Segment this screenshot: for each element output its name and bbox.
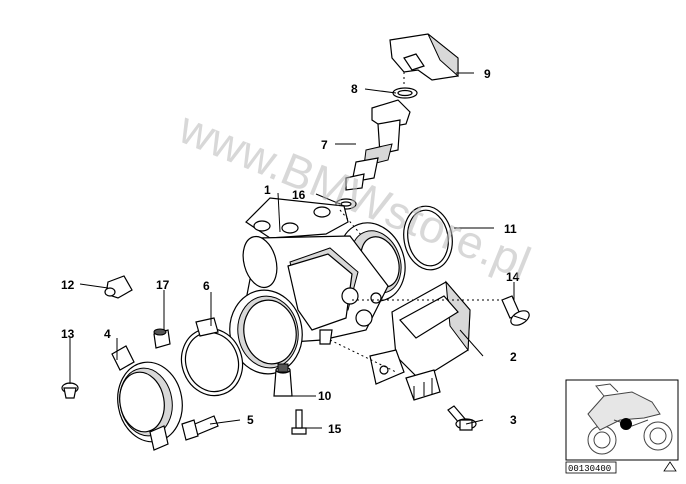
catalog-number-box: [565, 461, 617, 474]
part-10-nipple[interactable]: [273, 363, 293, 397]
callout-1[interactable]: 1: [264, 183, 271, 197]
callout-5[interactable]: 5: [247, 413, 254, 427]
location-marker: [620, 418, 632, 430]
part-8-o-ring[interactable]: [392, 87, 418, 99]
callout-labels: 1 2 3 4 5 6 7 8 9 10 11 12 13 14 15 16 1…: [61, 67, 520, 436]
part-17-plug[interactable]: [153, 328, 171, 349]
callout-14[interactable]: 14: [506, 270, 520, 284]
callout-4[interactable]: 4: [104, 327, 111, 341]
callout-17[interactable]: 17: [156, 278, 170, 292]
callout-9[interactable]: 9: [484, 67, 491, 81]
part-4-intake-boot[interactable]: [111, 345, 189, 451]
part-15-bolt[interactable]: [291, 409, 307, 435]
warning-triangle-icon: [663, 461, 677, 472]
callout-13[interactable]: 13: [61, 327, 75, 341]
callout-3[interactable]: 3: [510, 413, 517, 427]
callout-6[interactable]: 6: [203, 279, 210, 293]
callout-8[interactable]: 8: [351, 82, 358, 96]
part-1-throttle-body[interactable]: [223, 197, 415, 380]
callout-2[interactable]: 2: [510, 350, 517, 364]
catalog-number: 00130400: [568, 464, 611, 474]
callout-16[interactable]: 16: [292, 188, 306, 202]
callout-12[interactable]: 12: [61, 278, 75, 292]
callout-10[interactable]: 10: [318, 389, 332, 403]
part-13-plug[interactable]: [61, 382, 79, 399]
part-6-hose-clamp[interactable]: [172, 317, 252, 404]
part-14-screw[interactable]: [501, 295, 532, 328]
part-3-bolt[interactable]: [447, 405, 477, 431]
callout-11[interactable]: 11: [504, 222, 517, 236]
leader-lines: [69, 72, 515, 429]
callout-15[interactable]: 15: [328, 422, 342, 436]
part-5-bolt[interactable]: [181, 415, 219, 441]
callout-7[interactable]: 7: [321, 138, 328, 152]
part-11-large-o-ring[interactable]: [399, 202, 457, 273]
motorcycle-icon: [587, 383, 673, 455]
part-9-connector-cap[interactable]: [389, 33, 459, 81]
part-7-sensor[interactable]: [345, 99, 411, 191]
part-12-clip[interactable]: [104, 275, 133, 299]
thumbnail-inset: 00130400: [565, 379, 679, 474]
part-2-control-unit[interactable]: [369, 280, 471, 401]
